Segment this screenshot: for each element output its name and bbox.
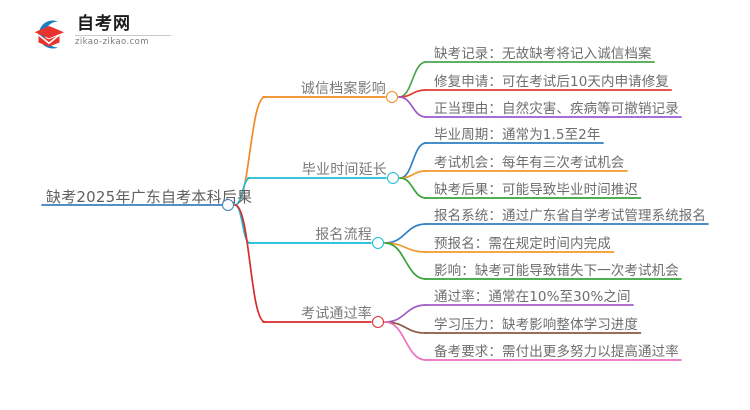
leaf-label-3-1[interactable]: 报名系统：通过广东省自学考试管理系统报名 bbox=[434, 208, 706, 224]
connector-line bbox=[384, 223, 427, 244]
leaf-label-2-2[interactable]: 考试机会：每年有三次考试机会 bbox=[434, 155, 625, 171]
branch-label-1[interactable]: 诚信档案影响 bbox=[300, 81, 386, 97]
leaf-label-4-1[interactable]: 通过率：通常在10%至30%之间 bbox=[434, 289, 631, 305]
leaf-label-1-1[interactable]: 缺考记录：无故缺考将记入诚信档案 bbox=[434, 46, 652, 62]
leaf-label-1-3[interactable]: 正当理由：自然灾害、疾病等可撤销记录 bbox=[434, 101, 679, 117]
graduation-cap-logo-icon bbox=[28, 14, 70, 54]
connector-line bbox=[234, 204, 266, 323]
connector-line bbox=[398, 96, 427, 118]
connector-line bbox=[384, 321, 427, 334]
connector-line bbox=[384, 242, 427, 280]
branch-label-4[interactable]: 考试通过率 bbox=[301, 306, 372, 322]
leaf-label-3-3[interactable]: 影响：缺考可能导致错失下一次考试机会 bbox=[434, 263, 679, 279]
logo-divider bbox=[75, 35, 171, 36]
root-node-label[interactable]: 缺考2025年广东自考本科后果 bbox=[46, 188, 253, 206]
branch-hub-3[interactable] bbox=[372, 237, 384, 249]
leaf-label-3-2[interactable]: 预报名：需在规定时间内完成 bbox=[434, 236, 611, 252]
connector-line bbox=[399, 177, 427, 199]
connector-line bbox=[384, 304, 427, 323]
leaf-label-4-2[interactable]: 学习压力：缺考影响整体学习进度 bbox=[434, 317, 638, 333]
leaf-label-2-1[interactable]: 毕业周期：通常为1.5至2年 bbox=[434, 127, 601, 143]
site-logo: 自考网 zikao-zikao.com bbox=[28, 12, 173, 56]
connector-line bbox=[399, 170, 427, 179]
connector-line bbox=[384, 321, 427, 361]
connector-line bbox=[234, 204, 251, 244]
branch-hub-1[interactable] bbox=[386, 91, 398, 103]
connector-line bbox=[398, 61, 427, 98]
leaf-label-1-2[interactable]: 修复申请：可在考试后10天内申请修复 bbox=[434, 74, 669, 90]
logo-title: 自考网 bbox=[77, 14, 131, 33]
connector-line bbox=[384, 242, 427, 253]
connector-line bbox=[399, 142, 427, 179]
branch-hub-2[interactable] bbox=[387, 172, 399, 184]
connector-line bbox=[398, 89, 427, 98]
branch-label-2[interactable]: 毕业时间延长 bbox=[301, 162, 387, 178]
branch-label-3[interactable]: 报名流程 bbox=[315, 227, 372, 243]
logo-subtitle: zikao-zikao.com bbox=[75, 37, 149, 47]
branch-hub-4[interactable] bbox=[372, 316, 384, 328]
leaf-label-2-3[interactable]: 缺考后果：可能导致毕业时间推迟 bbox=[434, 182, 638, 198]
root-node-hub[interactable] bbox=[222, 199, 234, 211]
leaf-label-4-3[interactable]: 备考要求：需付出更多努力以提高通过率 bbox=[434, 344, 679, 360]
